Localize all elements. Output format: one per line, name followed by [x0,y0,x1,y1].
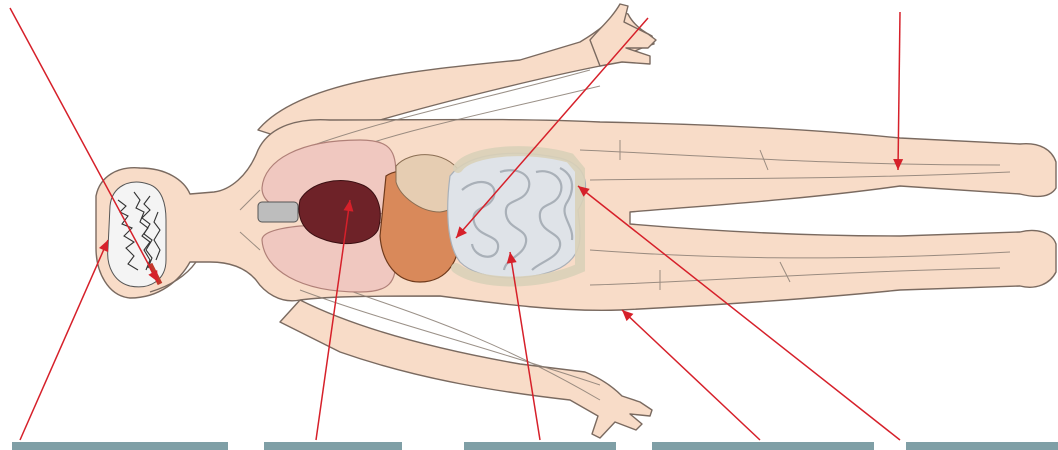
pointer-line [20,240,108,440]
label-box-1[interactable] [12,442,228,450]
pointer-line [622,310,760,440]
pointer-line [10,8,158,282]
label-box-2[interactable] [264,442,402,450]
trachea [258,202,298,222]
upper-hand [590,4,656,66]
lower-arm [280,300,652,438]
label-box-3[interactable] [464,442,616,450]
label-box-5[interactable] [906,442,1058,450]
label-boxes [12,442,1058,450]
label-box-4[interactable] [652,442,874,450]
